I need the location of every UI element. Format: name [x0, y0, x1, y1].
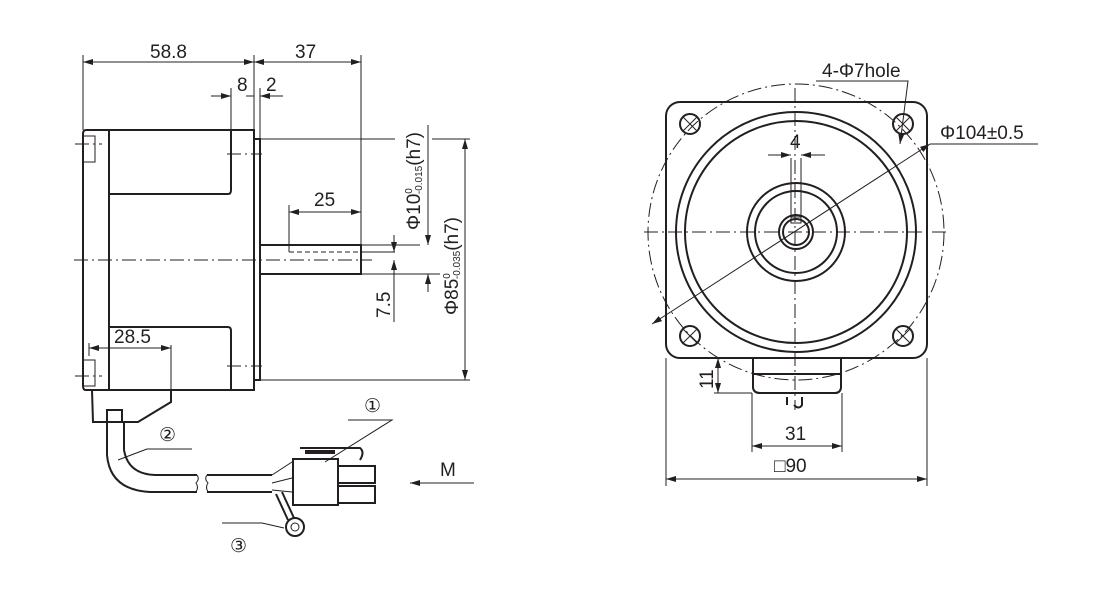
dimension-7-5: 7.5	[374, 235, 397, 322]
dimension-pilot-diameter: Φ850-0.035(h7)	[442, 139, 468, 380]
mounting-hole	[679, 325, 701, 347]
terminal-box	[752, 358, 842, 409]
connector	[292, 447, 376, 506]
cable-assembly: ① ② ③ M	[91, 389, 474, 557]
dimension-box-width: 31	[752, 424, 842, 449]
dimension-holes: 4-Φ7hole	[816, 61, 909, 145]
callout-1: ①	[324, 396, 394, 463]
view-m-label: M	[440, 460, 456, 481]
side-view: 58.8 37 8 2 25 7.5 Φ100-0.015(h7	[74, 42, 470, 392]
dimension-key-width: 4	[768, 132, 825, 158]
mounting-hole	[892, 325, 914, 347]
view-direction-m: M	[410, 460, 474, 486]
pcd-label: Φ104±0.5	[940, 123, 1024, 144]
box-width-label: 31	[785, 424, 806, 445]
holes-label: 4-Φ7hole	[822, 61, 901, 82]
dim-58-8-label: 58.8	[150, 42, 187, 63]
ground-terminal	[275, 491, 305, 537]
callout-3: ③	[222, 522, 285, 557]
callout-3-label: ③	[230, 536, 247, 557]
dim-25-label: 25	[314, 190, 335, 211]
front-view: 4-Φ7hole Φ104±0.5 4 11 31 □90	[644, 61, 1038, 486]
dim-37-label: 37	[295, 42, 316, 63]
dimension-37: 37	[254, 42, 361, 65]
dim-8-label: 8	[237, 75, 248, 96]
dimension-28-5: 28.5	[88, 327, 171, 356]
pilot-diameter-label: Φ850-0.035(h7)	[442, 217, 463, 315]
callout-2: ②	[117, 425, 192, 461]
dimension-58-8: 58.8	[83, 42, 254, 65]
mounting-hole	[679, 113, 701, 135]
dim-2-label: 2	[266, 75, 277, 96]
dimension-2: 2	[260, 75, 283, 99]
dimension-shaft-diameter: Φ100-0.015(h7)	[404, 125, 431, 292]
dim-28-5-label: 28.5	[114, 327, 151, 348]
callout-1-label: ①	[364, 396, 381, 417]
shaft-diameter-label: Φ100-0.015(h7)	[404, 132, 425, 230]
dimension-25: 25	[289, 190, 361, 215]
extension-lines	[82, 55, 470, 392]
key-width-label: 4	[790, 132, 801, 153]
box-height-label: 11	[697, 369, 718, 389]
dimension-box-height: 11	[697, 358, 721, 393]
callout-2-label: ②	[159, 425, 176, 446]
dimension-8: 8	[211, 75, 254, 99]
shaft	[74, 244, 372, 275]
dimension-pcd: Φ104±0.5	[651, 123, 1038, 325]
dimension-square: □90	[666, 456, 927, 482]
square-size-label: □90	[774, 456, 807, 477]
dim-7-5-label: 7.5	[374, 292, 395, 318]
